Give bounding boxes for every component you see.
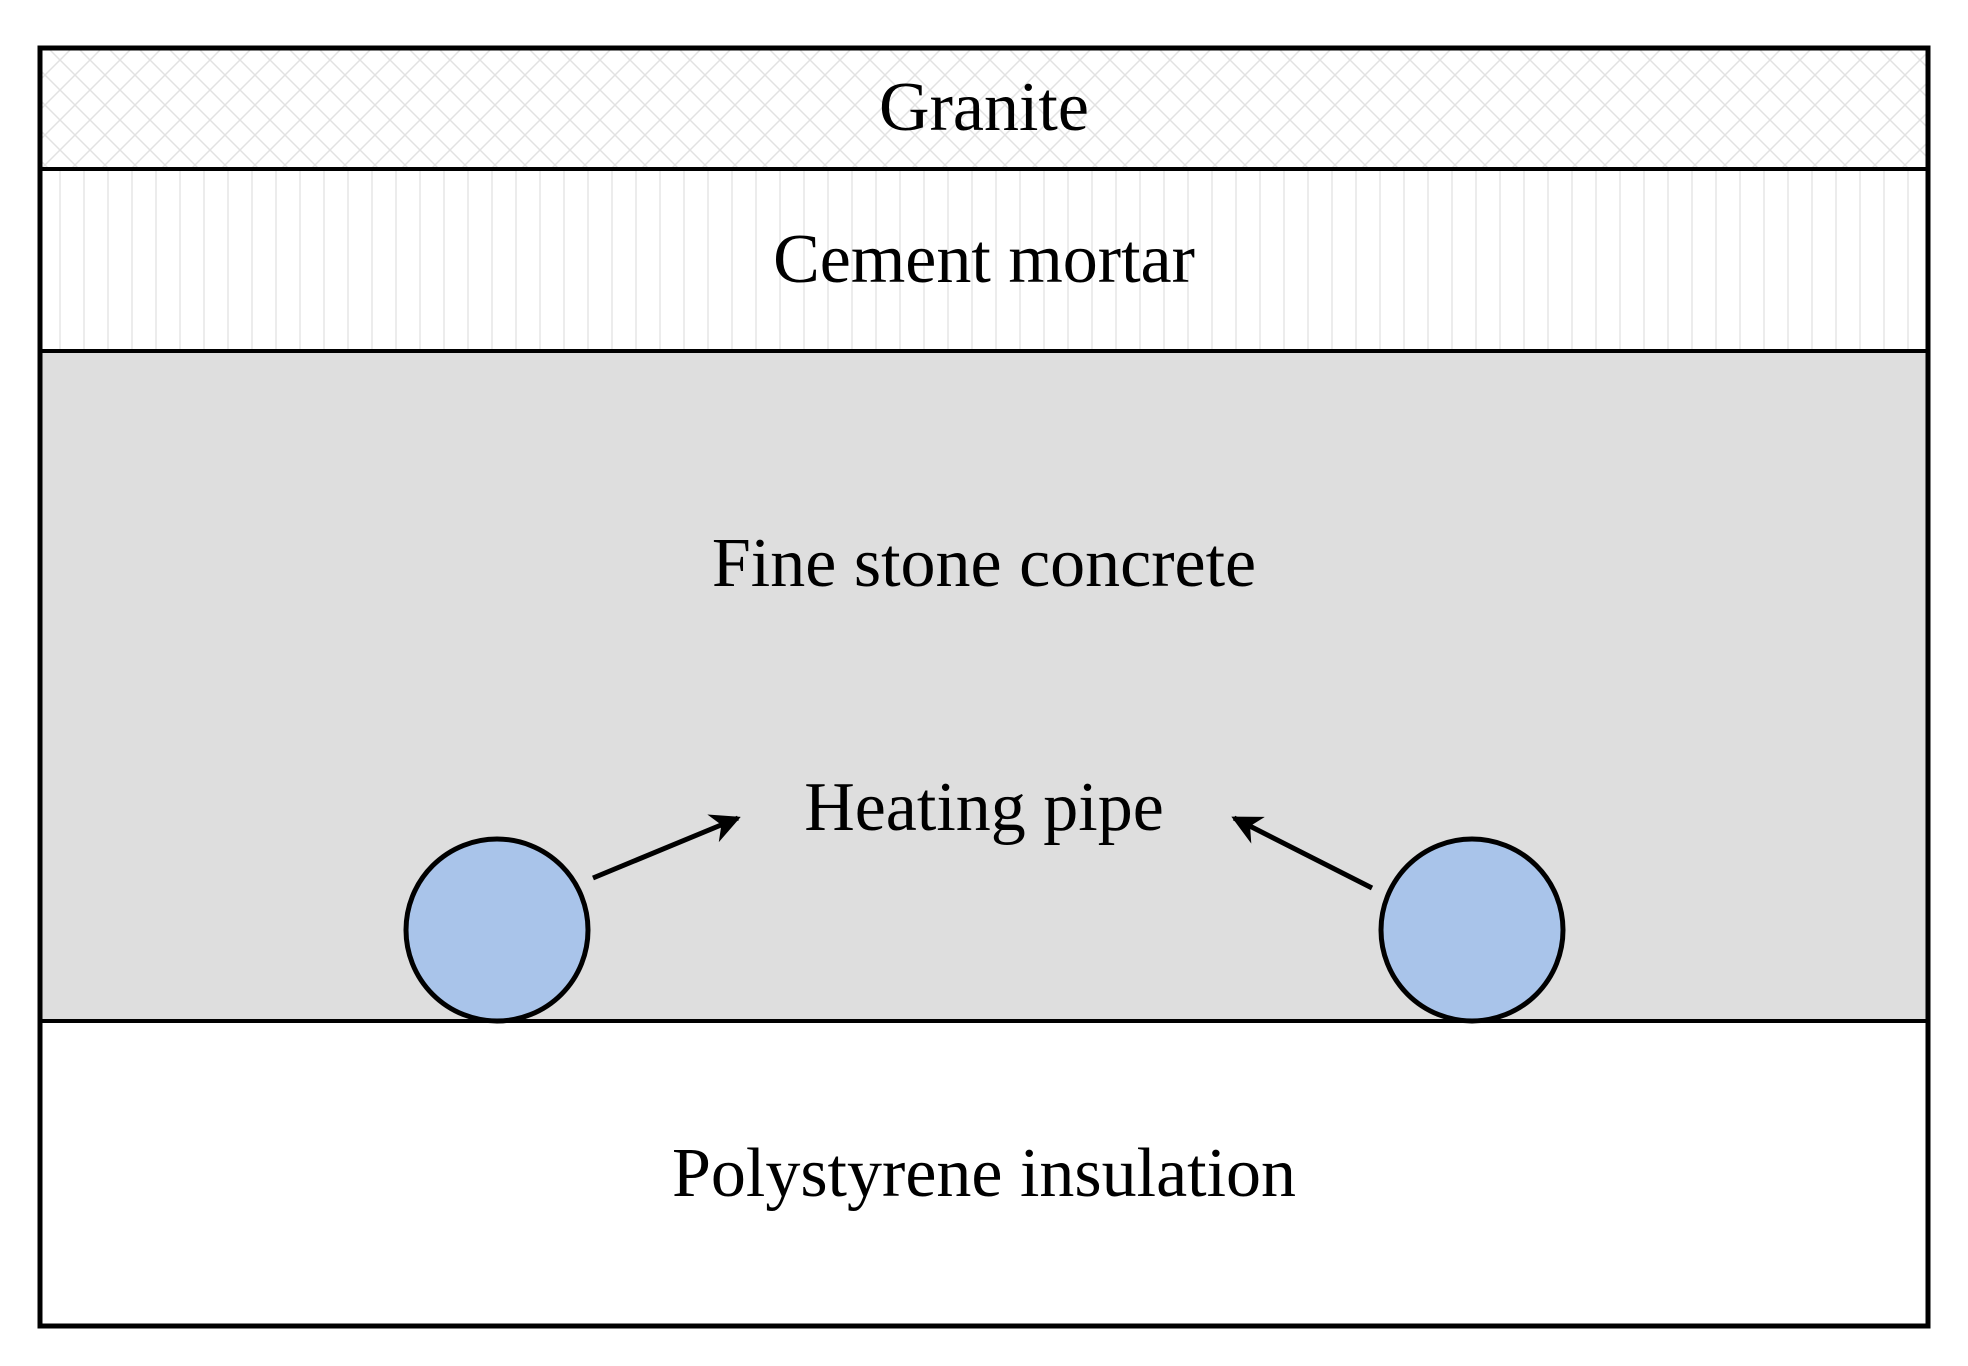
cement-mortar-layer: Cement mortar	[40, 170, 1928, 350]
polystyrene-insulation-layer-fill	[40, 1022, 1928, 1326]
heating-pipe-left	[403, 836, 591, 1024]
cement-mortar-layer-fill	[40, 170, 1928, 350]
section-outline	[37, 45, 1931, 1329]
granite-layer-fill	[40, 48, 1928, 168]
polystyrene-insulation-label: Polystyrene insulation	[672, 1135, 1296, 1212]
granite-layer: Granite	[40, 48, 1928, 168]
fine-stone-concrete-label: Fine stone concrete	[712, 525, 1256, 602]
arrow-right-pipe-to-label	[1231, 815, 1374, 891]
arrow-left-pipe-to-label	[592, 814, 741, 881]
cement-mortar-label: Cement mortar	[773, 221, 1195, 298]
heating-pipe-right	[1378, 836, 1566, 1024]
heating-pipe-label: Heating pipe	[804, 769, 1164, 846]
polystyrene-insulation-layer: Polystyrene insulation	[40, 1022, 1928, 1326]
fine-stone-concrete-layer-fill	[40, 352, 1928, 1020]
granite-label: Granite	[879, 69, 1089, 146]
fine-stone-concrete-layer: Fine stone concrete Heating pipe	[40, 352, 1928, 1020]
